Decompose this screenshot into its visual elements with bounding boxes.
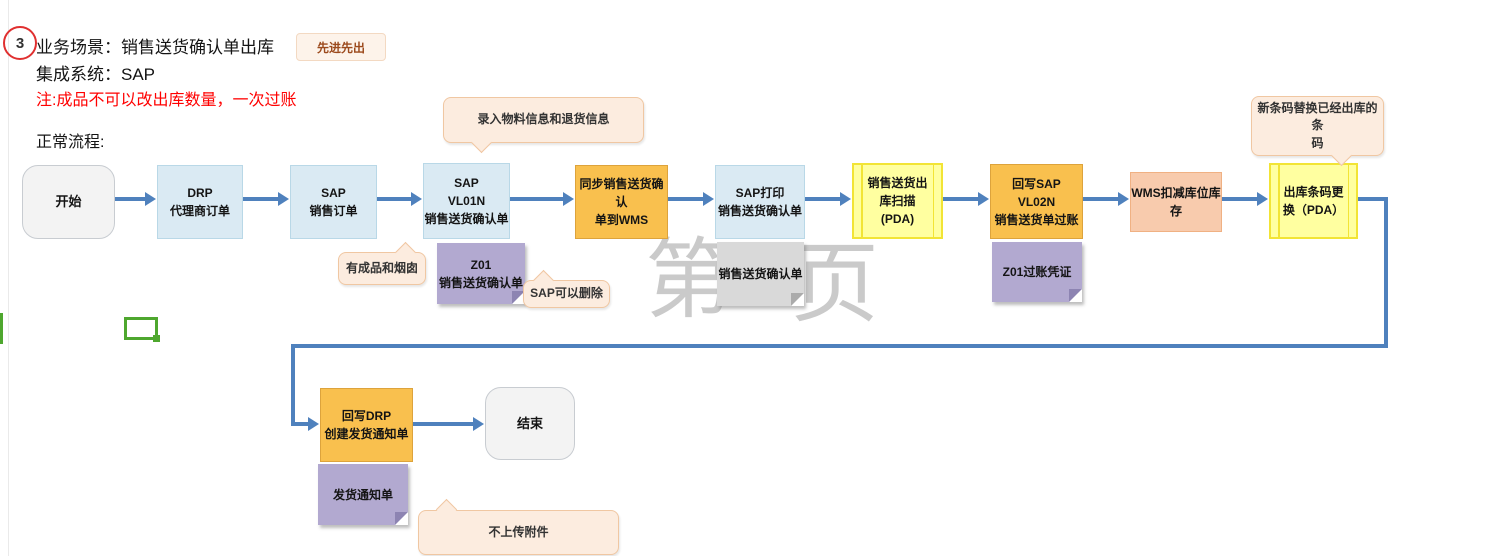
connector-start-drp[interactable]: [115, 197, 146, 201]
node-end[interactable]: 结束: [485, 387, 575, 460]
callout-new-barcode[interactable]: 新条码替换已经出库的条 码: [1251, 96, 1384, 167]
note-label: 发货通知单: [332, 487, 393, 502]
node-label: 回写SAP VL02N 销售送货单过账: [994, 176, 1079, 227]
green-rectangle-shape[interactable]: [124, 317, 160, 342]
arrowhead: [308, 417, 319, 431]
callout-label: 有成品和烟囱: [345, 260, 418, 275]
watermark-char-last: 页: [791, 232, 880, 335]
arrowhead: [563, 192, 574, 206]
step-number: 3: [15, 34, 25, 52]
callout-label: 新条码替换已经出库的条 码: [1257, 100, 1378, 150]
connector-return-seg4[interactable]: [291, 344, 295, 426]
warning-note-text: 注:成品不可以改出库数量，一次过账: [36, 92, 297, 109]
callout-finished-goods[interactable]: 有成品和烟囱: [338, 241, 426, 285]
connector-drp-salesorder[interactable]: [243, 197, 279, 201]
connector-vl01n-syncwms[interactable]: [510, 197, 564, 201]
node-label: 同步销售送货确认 单到WMS: [579, 177, 664, 227]
connector-return-seg3[interactable]: [291, 344, 1388, 348]
note-delivery-confirm-doc[interactable]: 销售送货确认单: [717, 242, 804, 306]
integration-system-text: 集成系统：SAP: [36, 65, 156, 84]
node-label: SAP VL01N 销售送货确认单: [424, 176, 509, 226]
node-start[interactable]: 开始: [22, 165, 115, 239]
note-label: Z01过账凭证: [1002, 265, 1072, 279]
callout-label: 不上传附件: [488, 524, 549, 539]
arrowhead: [473, 417, 484, 431]
arrowhead: [703, 192, 714, 206]
arrowhead: [278, 192, 289, 206]
node-label: 结束: [516, 415, 543, 431]
node-sap-sales-order[interactable]: SAP 销售订单: [290, 165, 377, 239]
callout-no-attachment[interactable]: 不上传附件: [418, 498, 619, 555]
node-label: 回写DRP 创建发货通知单: [324, 409, 409, 441]
arrowhead: [411, 192, 422, 206]
node-label: DRP 代理商订单: [169, 186, 230, 218]
note-label: Z01 销售送货确认单: [438, 257, 523, 290]
callout-material-info[interactable]: 录入物料信息和退货信息: [443, 97, 644, 154]
note-ship-notice[interactable]: 发货通知单: [318, 464, 408, 525]
callout-label: SAP可以删除: [530, 286, 603, 301]
arrowhead: [1118, 192, 1129, 206]
fifo-badge-label: 先进先出: [316, 40, 365, 55]
arrowhead: [978, 192, 989, 206]
scenario-title: 业务场景：销售送货确认单出库: [36, 38, 274, 57]
connector-syncwms-print[interactable]: [668, 197, 704, 201]
node-drp-order[interactable]: DRP 代理商订单: [157, 165, 243, 239]
node-label: SAP打印 销售送货确认单: [717, 186, 802, 218]
connector-vl02n-wmsdeduct[interactable]: [1083, 197, 1119, 201]
connector-drpwriteback-end[interactable]: [413, 422, 474, 426]
connector-salesorder-vl01n[interactable]: [377, 197, 412, 201]
fifo-badge[interactable]: 先进先出: [296, 33, 386, 61]
arrowhead: [1257, 192, 1268, 206]
node-writeback-drp[interactable]: 回写DRP 创建发货通知单: [320, 388, 413, 462]
note-z01-delivery-confirm[interactable]: Z01 销售送货确认单: [437, 243, 525, 304]
node-label: SAP 销售订单: [309, 186, 358, 218]
callout-tail: [470, 131, 493, 154]
step-number-circle[interactable]: 3: [3, 26, 37, 60]
note-z01-posting-voucher[interactable]: Z01过账凭证: [992, 242, 1082, 302]
node-barcode-swap-pda[interactable]: 出库条码更 换（PDA）: [1269, 163, 1358, 239]
node-sync-to-wms[interactable]: 同步销售送货确认 单到WMS: [575, 165, 668, 239]
green-edge-bar[interactable]: [0, 313, 3, 344]
node-label: WMS扣减库位库 存: [1131, 186, 1221, 218]
node-outbound-scan-pda[interactable]: 销售送货出 库扫描 (PDA): [852, 163, 943, 239]
node-sap-print[interactable]: SAP打印 销售送货确认单: [715, 165, 805, 239]
connector-wmsdeduct-barcode[interactable]: [1222, 197, 1258, 201]
page-edge-line: [8, 0, 9, 556]
arrowhead: [840, 192, 851, 206]
node-sap-vl01n[interactable]: SAP VL01N 销售送货确认单: [423, 163, 510, 239]
note-label: 销售送货确认单: [718, 267, 803, 281]
node-wms-deduct-stock[interactable]: WMS扣减库位库 存: [1130, 172, 1222, 232]
callout-label: 录入物料信息和退货信息: [477, 112, 610, 127]
connector-return-seg2[interactable]: [1384, 197, 1388, 348]
callout-tail: [435, 498, 458, 521]
connector-return-seg5[interactable]: [291, 422, 309, 426]
connector-return-seg1[interactable]: [1358, 197, 1388, 201]
node-label: 开始: [55, 194, 82, 210]
node-writeback-vl02n[interactable]: 回写SAP VL02N 销售送货单过账: [990, 164, 1083, 239]
callout-sap-can-delete[interactable]: SAP可以删除: [523, 269, 610, 308]
arrowhead: [145, 192, 156, 206]
connector-print-scan[interactable]: [805, 197, 841, 201]
node-label: 销售送货出 库扫描 (PDA): [867, 176, 928, 226]
normal-flow-label: 正常流程:: [36, 134, 105, 151]
node-label: 出库条码更 换（PDA）: [1282, 185, 1345, 217]
connector-scan-vl02n[interactable]: [943, 197, 979, 201]
